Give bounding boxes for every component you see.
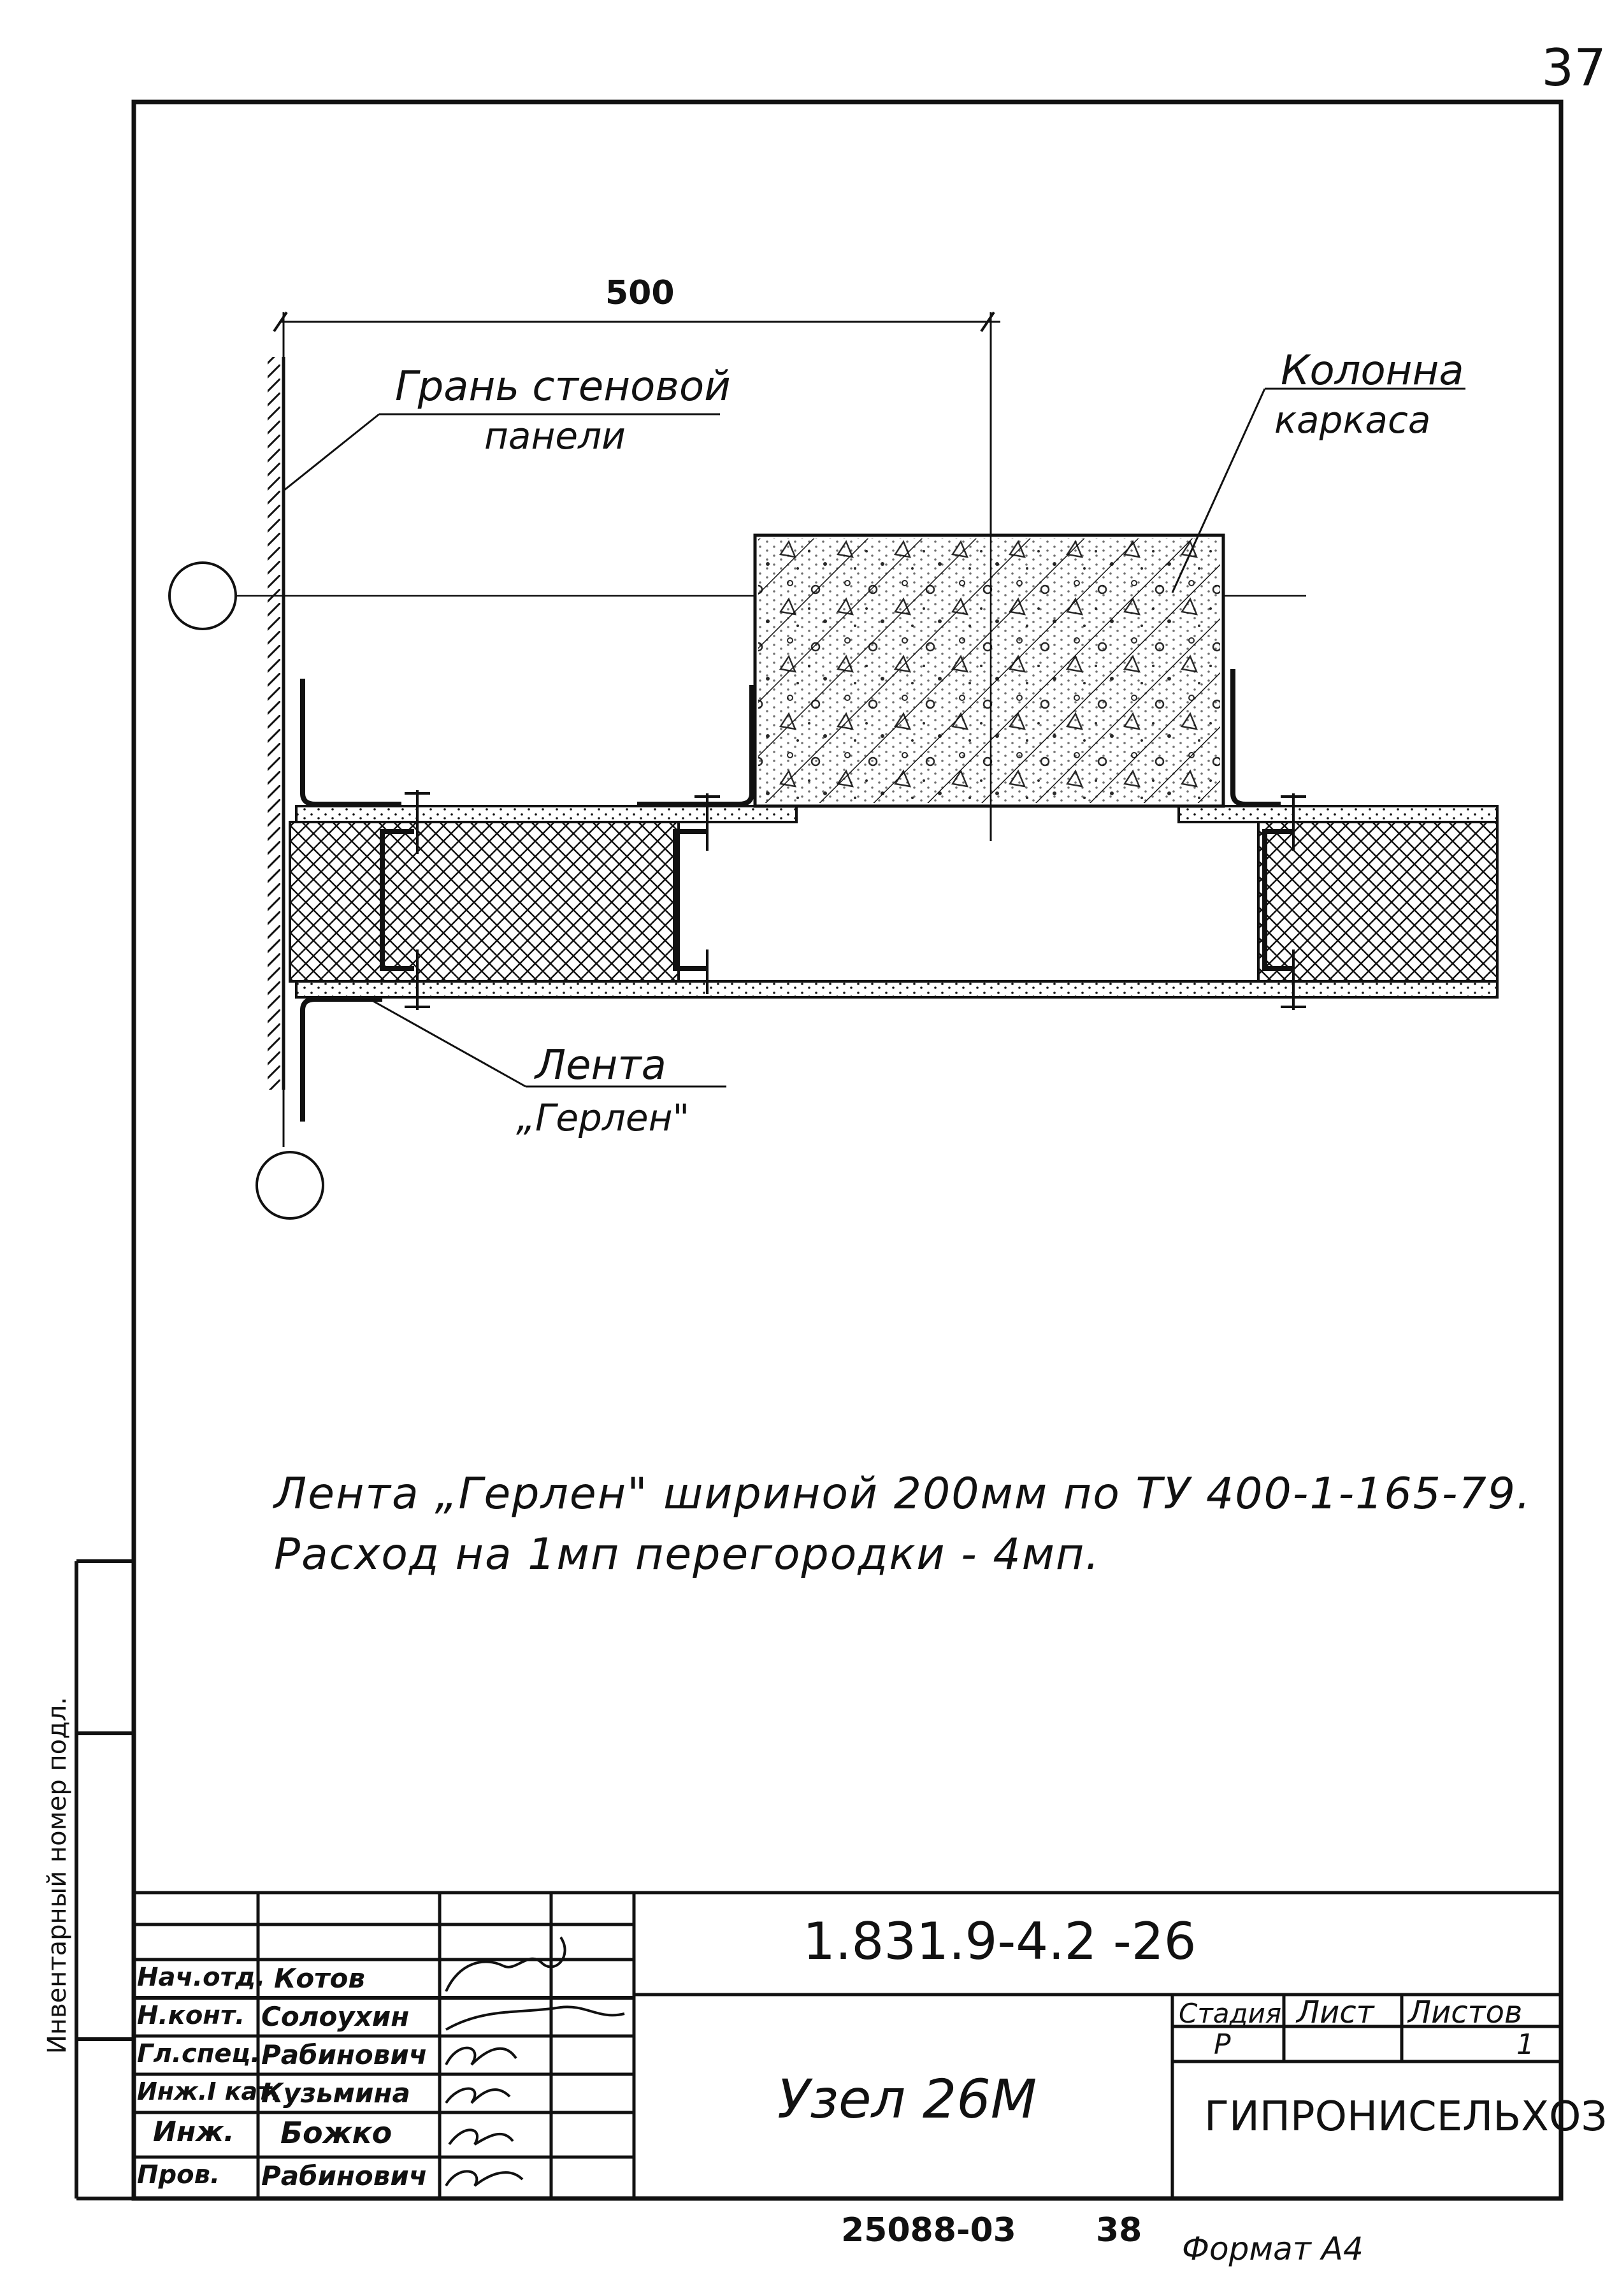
signature-role: Инж. [153, 2116, 234, 2148]
footer-number: 38 [1096, 2211, 1142, 2249]
stage-value: Р [1214, 2028, 1231, 2061]
signature-role: Нач.отд. [137, 1963, 266, 1992]
signature-name: Рабинович [261, 2039, 428, 2070]
signature-name: Котов [274, 1963, 365, 1994]
sheet-header: Лист [1297, 1995, 1374, 2030]
angle-profiles [300, 669, 1281, 1122]
top-facing-sheet [295, 805, 1499, 823]
wall-panel-face [268, 357, 285, 1147]
organization: ГИПРОНИСЕЛЬХОЗ [1204, 2093, 1608, 2141]
page-number: 37 [1541, 38, 1606, 97]
label-wall-panel-line2: панели [484, 414, 626, 458]
signature-role: Пров. [137, 2160, 220, 2190]
leader-lines [283, 387, 1465, 1088]
signature-name: Рабинович [261, 2160, 428, 2191]
channel-profiles [380, 829, 1293, 971]
signature-role: Гл.спец. [137, 2039, 261, 2069]
column [753, 523, 1225, 841]
label-column-line1: Колонна [1281, 347, 1464, 394]
signature-role: Инж.I кат. [137, 2077, 281, 2105]
note-line-1: Лента „Герлен" шириной 200мм по ТУ 400-1… [274, 1469, 1532, 1519]
sheets-header: Листов [1408, 1995, 1523, 2030]
label-tape-line2: „Герлен" [516, 1096, 690, 1139]
side-stamp-strip [75, 1559, 134, 2200]
designation: 1.831.9-4.2 -26 [803, 1912, 1197, 1971]
insulation-left [289, 821, 680, 983]
axis-marker-bottom [255, 1151, 324, 1220]
insulation-right [1257, 821, 1499, 983]
sheets-value: 1 [1516, 2028, 1534, 2061]
label-wall-panel-line1: Грань стеновой [395, 363, 731, 410]
sheet-frame [131, 99, 1564, 2201]
node-name: Узел 26М [777, 2068, 1037, 2130]
bottom-facing-sheet [295, 980, 1499, 999]
title-block-lines [134, 1891, 1561, 2199]
label-tape-line1: Лента [535, 1042, 666, 1089]
signature-name: Солоухин [261, 2001, 410, 2032]
signature-role: Н.конт. [137, 2001, 245, 2030]
signature-name: Божко [280, 2116, 392, 2150]
note-line-2: Расход на 1мп перегородки - 4мп. [274, 1529, 1100, 1580]
footer-code: 25088-03 [841, 2211, 1016, 2249]
signature-name: Кузьмина [261, 2077, 410, 2109]
dimension-label: 500 [605, 274, 675, 312]
screws [405, 790, 1306, 1010]
footer-format: Формат А4 [1182, 2230, 1364, 2267]
stage-header: Стадия [1179, 1998, 1282, 2029]
label-column-line2: каркаса [1274, 398, 1431, 442]
side-stamp: Инвентарный номер подл. [43, 1696, 72, 2054]
